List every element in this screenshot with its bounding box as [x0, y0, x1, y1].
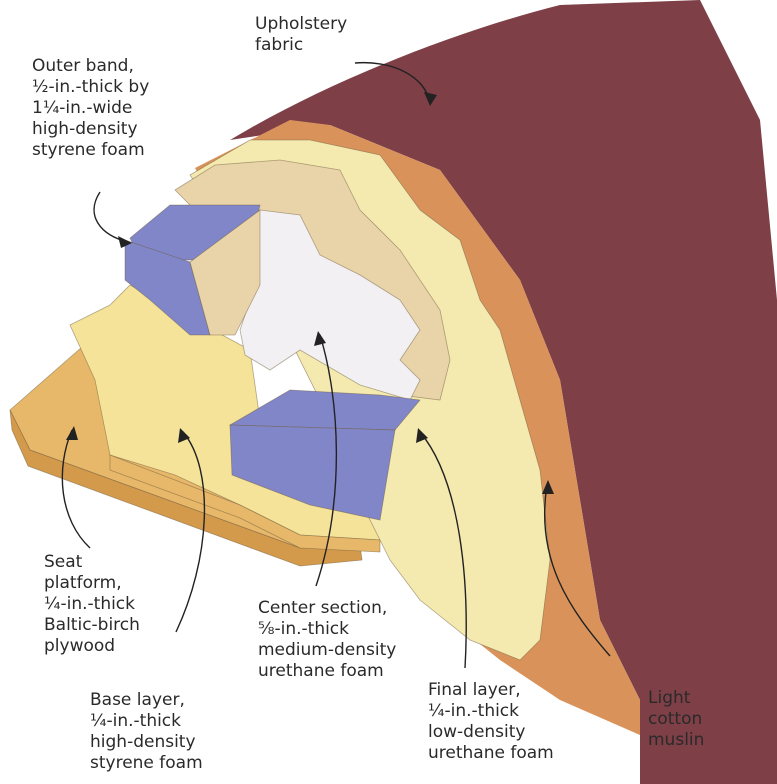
label-line: medium-density — [258, 640, 396, 661]
label-line: Light — [648, 688, 704, 709]
label-line: high-density — [32, 119, 149, 140]
label-light-cotton-muslin: Light cotton muslin — [648, 688, 704, 751]
label-line: ¼-in.-thick — [90, 711, 203, 732]
label-line: ½-in.-thick by — [32, 77, 149, 98]
label-line: Base layer, — [90, 690, 203, 711]
label-center-section: Center section, ⅝-in.-thick medium-densi… — [258, 598, 396, 682]
label-line: platform, — [44, 573, 140, 594]
label-line: Outer band, — [32, 56, 149, 77]
label-line: styrene foam — [32, 140, 149, 161]
label-seat-platform: Seat platform, ¼-in.-thick Baltic-birch … — [44, 552, 140, 657]
label-line: low-density — [428, 722, 554, 743]
label-line: ⅝-in.-thick — [258, 619, 396, 640]
label-upholstery-fabric: Upholstery fabric — [255, 14, 347, 56]
label-final-layer: Final layer, ¼-in.-thick low-density ure… — [428, 680, 554, 764]
label-line: Final layer, — [428, 680, 554, 701]
label-line: muslin — [648, 730, 704, 751]
label-line: Baltic-birch — [44, 615, 140, 636]
label-outer-band: Outer band, ½-in.-thick by 1¼-in.-wide h… — [32, 56, 149, 161]
label-line: Center section, — [258, 598, 396, 619]
label-line: ¼-in.-thick — [428, 701, 554, 722]
label-line: 1¼-in.-wide — [32, 98, 149, 119]
label-line: Seat — [44, 552, 140, 573]
label-line: urethane foam — [428, 743, 554, 764]
label-line: high-density — [90, 732, 203, 753]
leader-outer-band — [94, 192, 128, 242]
label-base-layer: Base layer, ¼-in.-thick high-density sty… — [90, 690, 203, 774]
label-line: Upholstery — [255, 14, 347, 35]
label-line: cotton — [648, 709, 704, 730]
label-line: fabric — [255, 35, 347, 56]
label-line: styrene foam — [90, 753, 203, 774]
label-line: urethane foam — [258, 661, 396, 682]
label-line: ¼-in.-thick — [44, 594, 140, 615]
label-line: plywood — [44, 636, 140, 657]
